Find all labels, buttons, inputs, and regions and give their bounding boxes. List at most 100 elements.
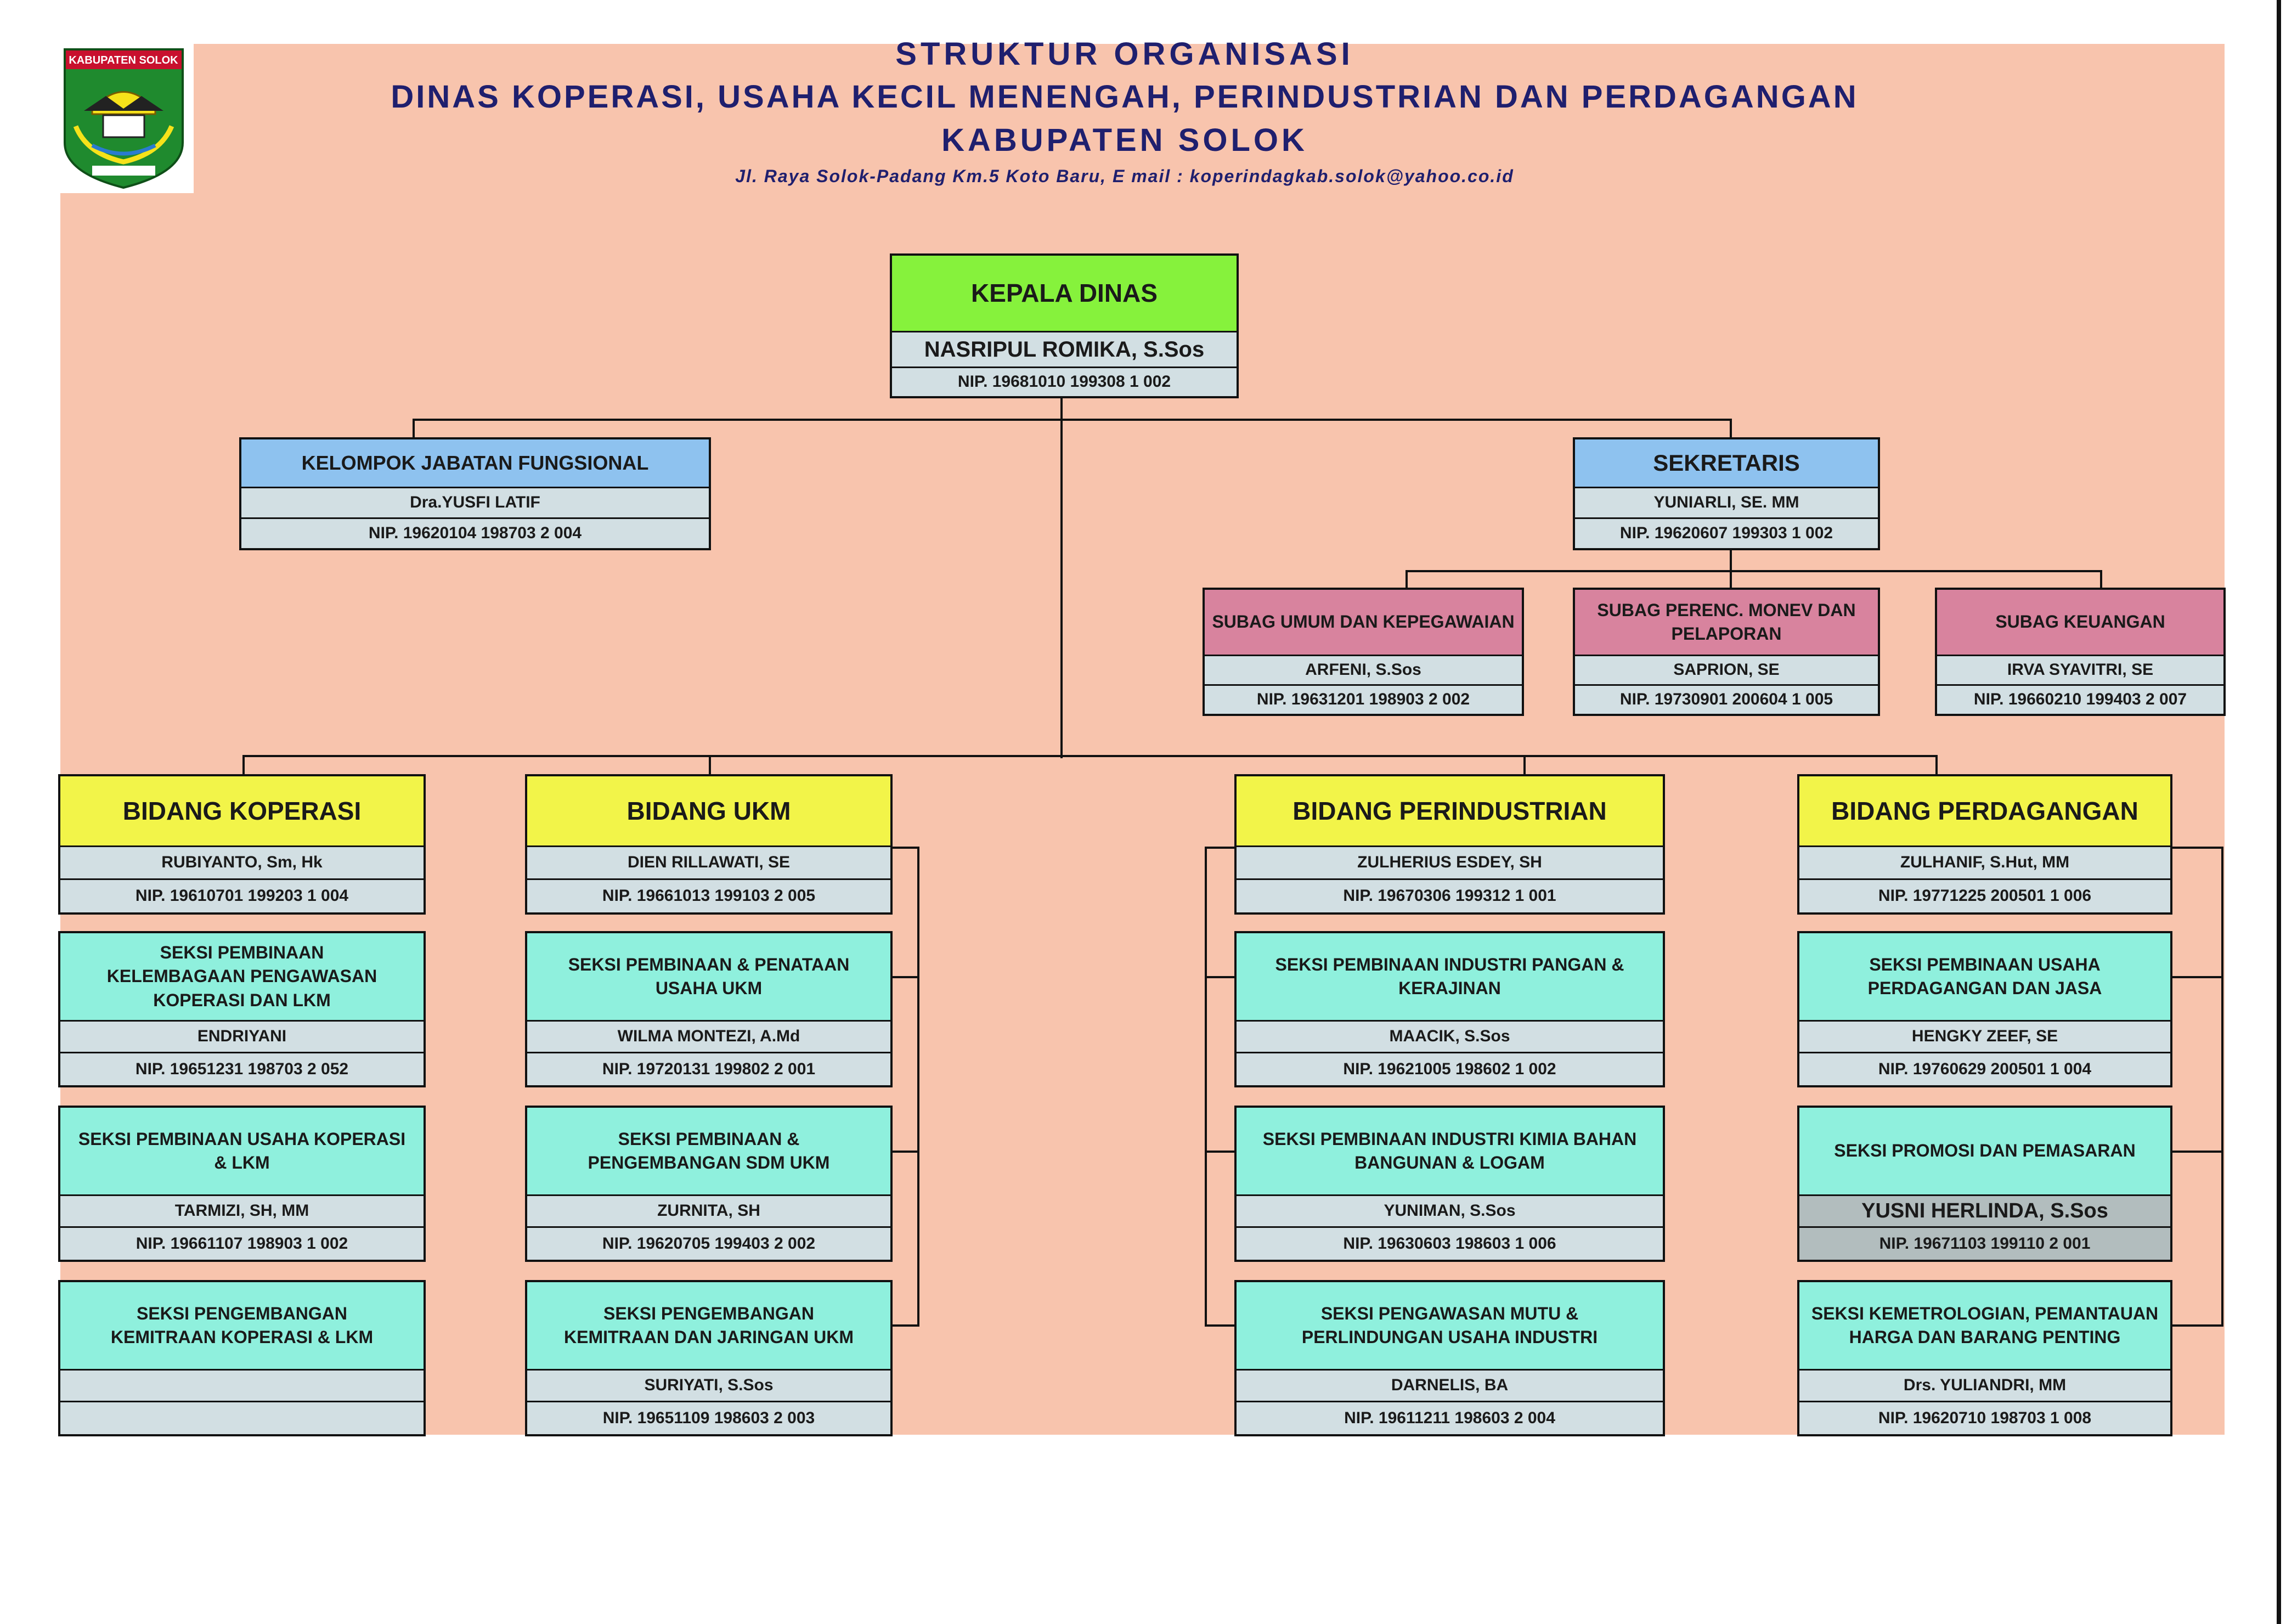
subag-umum-box: SUBAG UMUM DAN KEPEGAWAIAN ARFENI, S.Sos… [1203, 588, 1524, 716]
seksi-koperasi-2-title: SEKSI PEMBINAAN USAHA KOPERASI & LKM [60, 1108, 424, 1194]
seksi-ukm-3-title: SEKSI PENGEMBANGAN KEMITRAAN DAN JARINGA… [527, 1282, 890, 1369]
seksi-perindustrian-2-nip: NIP. 19630603 198603 1 006 [1237, 1226, 1663, 1260]
seksi-perdagangan-1-nip: NIP. 19760629 200501 1 004 [1799, 1052, 2170, 1085]
fungsional-box: KELOMPOK JABATAN FUNGSIONAL Dra.YUSFI LA… [239, 437, 711, 550]
connector-to-bidang-3 [1523, 755, 1526, 775]
chart-address: Jl. Raya Solok-Padang Km.5 Koto Baru, E … [735, 166, 1514, 186]
seksi-ukm-1-title: SEKSI PEMBINAAN & PENATAAN USAHA UKM [527, 933, 890, 1020]
seksi-ukm-2-nip: NIP. 19620705 199403 2 002 [527, 1226, 890, 1260]
bidang-ukm-name: DIEN RILLAWATI, SE [527, 845, 890, 878]
connector-perindustrian-top [1205, 847, 1237, 849]
seksi-perdagangan-1-box: SEKSI PEMBINAAN USAHA PERDAGANGAN DAN JA… [1797, 931, 2172, 1087]
seksi-ukm-3-nip: NIP. 19651109 198603 2 003 [527, 1401, 890, 1434]
subag-keuangan-box: SUBAG KEUANGAN IRVA SYAVITRI, SE NIP. 19… [1935, 588, 2226, 716]
seksi-ukm-2-name: ZURNITA, SH [527, 1194, 890, 1226]
seksi-perindustrian-2-title: SEKSI PEMBINAAN INDUSTRI KIMIA BAHAN BAN… [1237, 1108, 1663, 1194]
seksi-koperasi-3-nip [60, 1401, 424, 1434]
bidang-perindustrian-box: BIDANG PERINDUSTRIAN ZULHERIUS ESDEY, SH… [1234, 774, 1665, 915]
bidang-koperasi-box: BIDANG KOPERASI RUBIYANTO, Sm, Hk NIP. 1… [58, 774, 426, 915]
seksi-perindustrian-1-box: SEKSI PEMBINAAN INDUSTRI PANGAN & KERAJI… [1234, 931, 1665, 1087]
kepala-dinas-box: KEPALA DINAS NASRIPUL ROMIKA, S.Sos NIP.… [890, 253, 1239, 398]
seksi-koperasi-2-nip: NIP. 19661107 198903 1 002 [60, 1226, 424, 1260]
seksi-perdagangan-3-nip: NIP. 19620710 198703 1 008 [1799, 1401, 2170, 1434]
connector-perindustrian-bracket [1205, 847, 1207, 1327]
bidang-perdagangan-box: BIDANG PERDAGANGAN ZULHANIF, S.Hut, MM N… [1797, 774, 2172, 915]
connector-ukm-seksi-2 [890, 1151, 919, 1153]
bidang-ukm-title: BIDANG UKM [527, 776, 890, 845]
seksi-koperasi-1-box: SEKSI PEMBINAAN KELEMBAGAAN PENGAWASAN K… [58, 931, 426, 1087]
seksi-koperasi-3-name [60, 1369, 424, 1401]
seksi-ukm-3-name: SURIYATI, S.Sos [527, 1369, 890, 1401]
seksi-perindustrian-1-name: MAACIK, S.Sos [1237, 1020, 1663, 1052]
seksi-perindustrian-3-title: SEKSI PENGAWASAN MUTU & PERLINDUNGAN USA… [1237, 1282, 1663, 1369]
seksi-koperasi-1-name: ENDRIYANI [60, 1020, 424, 1052]
connector-perindustrian-seksi-3 [1205, 1324, 1237, 1327]
connector-kepala-trunk [1060, 396, 1063, 758]
seksi-perdagangan-2-title: SEKSI PROMOSI DAN PEMASARAN [1799, 1108, 2170, 1194]
seksi-ukm-2-title: SEKSI PEMBINAAN & PENGEMBANGAN SDM UKM [527, 1108, 890, 1194]
bidang-perindustrian-nip: NIP. 19670306 199312 1 001 [1237, 878, 1663, 912]
subag-keuangan-title: SUBAG KEUANGAN [1937, 590, 2223, 655]
seksi-perdagangan-1-title: SEKSI PEMBINAAN USAHA PERDAGANGAN DAN JA… [1799, 933, 2170, 1020]
subag-umum-name: ARFENI, S.Sos [1205, 655, 1522, 684]
connector-perindustrian-seksi-2 [1205, 1151, 1237, 1153]
subag-keuangan-name: IRVA SYAVITRI, SE [1937, 655, 2223, 684]
seksi-perindustrian-2-name: YUNIMAN, S.Sos [1237, 1194, 1663, 1226]
seksi-ukm-1-box: SEKSI PEMBINAAN & PENATAAN USAHA UKM WIL… [525, 931, 893, 1087]
bidang-perdagangan-title: BIDANG PERDAGANGAN [1799, 776, 2170, 845]
subag-perencanaan-title: SUBAG PERENC. MONEV DAN PELAPORAN [1575, 590, 1878, 655]
subag-perencanaan-nip: NIP. 19730901 200604 1 005 [1575, 684, 1878, 714]
subag-keuangan-nip: NIP. 19660210 199403 2 007 [1937, 684, 2223, 714]
bidang-perindustrian-name: ZULHERIUS ESDEY, SH [1237, 845, 1663, 878]
connector-ukm-seksi-3 [890, 1324, 919, 1327]
seksi-koperasi-2-box: SEKSI PEMBINAAN USAHA KOPERASI & LKM TAR… [58, 1106, 426, 1262]
seksi-koperasi-2-name: TARMIZI, SH, MM [60, 1194, 424, 1226]
seksi-perdagangan-3-box: SEKSI KEMETROLOGIAN, PEMANTAUAN HARGA DA… [1797, 1280, 2172, 1436]
chart-title: STRUKTUR ORGANISASI [895, 36, 1354, 72]
kepala-nip: NIP. 19681010 199308 1 002 [892, 366, 1237, 396]
bidang-koperasi-title: BIDANG KOPERASI [60, 776, 424, 845]
connector-to-subag-2 [1730, 570, 1732, 589]
seksi-perindustrian-3-box: SEKSI PENGAWASAN MUTU & PERLINDUNGAN USA… [1234, 1280, 1665, 1436]
subag-umum-nip: NIP. 19631201 198903 2 002 [1205, 684, 1522, 714]
bidang-koperasi-nip: NIP. 19610701 199203 1 004 [60, 878, 424, 912]
logo-text: KABUPATEN SOLOK [69, 54, 178, 66]
connector-perdagangan-bracket [2221, 847, 2223, 1327]
connector-ukm-bracket [917, 847, 919, 1327]
connector-perdagangan-seksi-3 [2170, 1324, 2223, 1327]
bidang-ukm-box: BIDANG UKM DIEN RILLAWATI, SE NIP. 19661… [525, 774, 893, 915]
seksi-perdagangan-2-nip: NIP. 19671103 199110 2 001 [1799, 1226, 2170, 1260]
connector-sekretaris-down [1730, 550, 1732, 571]
sekretaris-name: YUNIARLI, SE. MM [1575, 487, 1878, 517]
connector-ukm-seksi-1 [890, 976, 919, 978]
connector-perindustrian-seksi-1 [1205, 976, 1237, 978]
seksi-perindustrian-1-title: SEKSI PEMBINAAN INDUSTRI PANGAN & KERAJI… [1237, 933, 1663, 1020]
logo-emblem-icon: KABUPATEN SOLOK [64, 48, 184, 189]
sekretaris-nip: NIP. 19620607 199303 1 002 [1575, 517, 1878, 548]
seksi-perdagangan-2-box: SEKSI PROMOSI DAN PEMASARAN YUSNI HERLIN… [1797, 1106, 2172, 1262]
subag-perencanaan-name: SAPRION, SE [1575, 655, 1878, 684]
seksi-perdagangan-1-name: HENGKY ZEEF, SE [1799, 1020, 2170, 1052]
connector-subag-bus [1406, 570, 2102, 572]
sekretaris-title: SEKRETARIS [1575, 439, 1878, 487]
chart-subtitle: DINAS KOPERASI, USAHA KECIL MENENGAH, PE… [391, 79, 1859, 115]
seksi-ukm-3-box: SEKSI PENGEMBANGAN KEMITRAAN DAN JARINGA… [525, 1280, 893, 1436]
seksi-perindustrian-3-nip: NIP. 19611211 198603 2 004 [1237, 1401, 1663, 1434]
subag-umum-title: SUBAG UMUM DAN KEPEGAWAIAN [1205, 590, 1522, 655]
seksi-ukm-2-box: SEKSI PEMBINAAN & PENGEMBANGAN SDM UKM Z… [525, 1106, 893, 1262]
kepala-title: KEPALA DINAS [892, 256, 1237, 331]
connector-to-subag-1 [1406, 570, 1408, 589]
seksi-ukm-1-name: WILMA MONTEZI, A.Md [527, 1020, 890, 1052]
connector-to-subag-3 [2100, 570, 2102, 589]
seksi-koperasi-1-title: SEKSI PEMBINAAN KELEMBAGAAN PENGAWASAN K… [60, 933, 424, 1020]
kabupaten-solok-logo: KABUPATEN SOLOK [54, 44, 194, 193]
seksi-perindustrian-2-box: SEKSI PEMBINAAN INDUSTRI KIMIA BAHAN BAN… [1234, 1106, 1665, 1262]
bidang-perdagangan-nip: NIP. 19771225 200501 1 006 [1799, 878, 2170, 912]
fungsional-title: KELOMPOK JABATAN FUNGSIONAL [241, 439, 709, 487]
sekretaris-box: SEKRETARIS YUNIARLI, SE. MM NIP. 1962060… [1573, 437, 1880, 550]
connector-to-bidang-1 [242, 755, 245, 775]
seksi-perdagangan-3-name: Drs. YULIANDRI, MM [1799, 1369, 2170, 1401]
connector-to-fungsional [413, 419, 415, 438]
page-edge-line [2277, 0, 2281, 1624]
